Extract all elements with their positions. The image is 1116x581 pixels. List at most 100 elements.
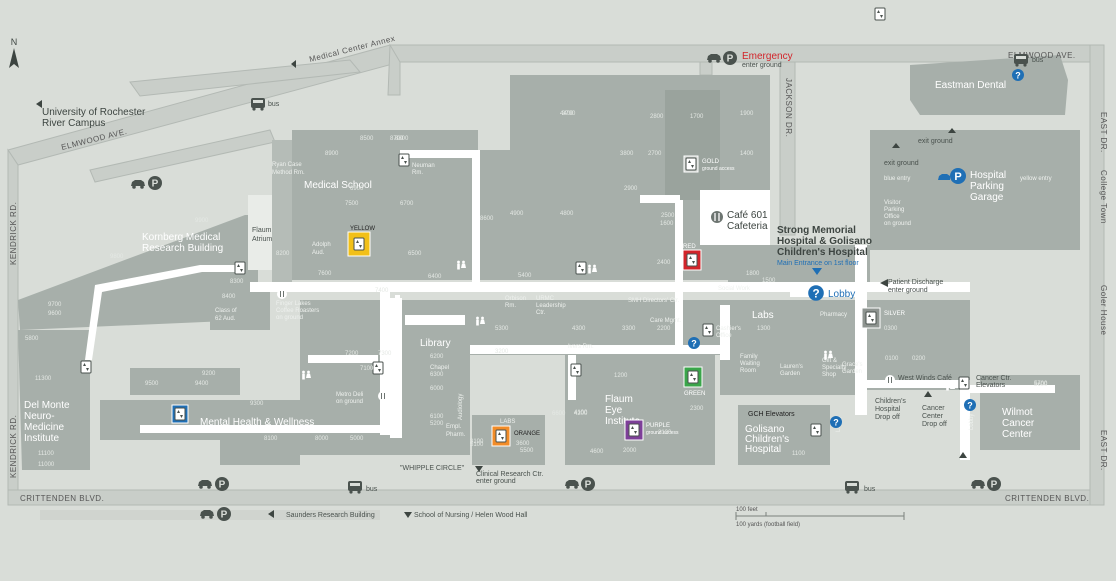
room-number: 5800 <box>25 336 39 342</box>
road-label-crittenden-right: CRITTENDEN BLVD. <box>1005 494 1089 503</box>
room-number: 7500 <box>345 201 359 207</box>
del-monte-line1: Del Monte <box>24 400 70 411</box>
bus-label-bottom-right: bus <box>864 486 876 493</box>
room-number: 7300 <box>378 351 392 357</box>
clinical-research-line2: enter ground <box>476 478 516 485</box>
elevator-icon[interactable] <box>234 261 246 275</box>
elevator-gold[interactable]: GOLD ground access <box>683 155 735 173</box>
strong-memorial-line3: Children's Hospital <box>777 247 868 258</box>
room-number: 11100 <box>38 451 54 457</box>
room-number: 7600 <box>318 271 332 277</box>
eastman-dental-label: Eastman Dental <box>935 80 1006 91</box>
elevator-icon[interactable] <box>372 361 384 375</box>
room-number: 2900 <box>624 186 638 192</box>
parking-icon <box>217 507 231 521</box>
room-number: 8900 <box>325 151 339 157</box>
room-number: 7200 <box>345 351 359 357</box>
arrow-icon <box>924 391 932 397</box>
compass-icon: N <box>9 37 19 68</box>
road-label-jackson: JACKSON DR. <box>784 78 793 137</box>
info-icon[interactable] <box>688 337 700 349</box>
visitor-parking-line3: Office <box>884 214 900 220</box>
family-waiting-line1: Family <box>740 354 758 360</box>
golisano-line1: Golisano <box>745 424 785 435</box>
room-number: 2400 <box>657 260 671 266</box>
room-number: 4400 <box>560 111 574 117</box>
elevator-icon[interactable] <box>874 7 886 21</box>
room-number: 1700 <box>690 114 704 120</box>
elevator-yellow[interactable]: YELLOW <box>347 226 375 257</box>
main-entrance-arrow <box>812 268 822 275</box>
visitor-parking-line1: Visitor <box>884 200 901 206</box>
cancer-elev-line1: Cancer Ctr. <box>976 375 1011 382</box>
flaum-atrium-line1: Flaum <box>252 227 272 234</box>
class62-line2: 62 Aud. <box>215 316 236 322</box>
parking-icon <box>987 477 1001 491</box>
flaum-eye-line3: Institute <box>605 416 640 427</box>
urmc-line3: Ctr. <box>536 310 546 316</box>
elevator-icon[interactable] <box>398 153 410 167</box>
room-number: 6300 <box>430 372 444 378</box>
elevator-orange[interactable]: ORANGE <box>491 425 540 447</box>
elevator-green[interactable]: GREEN <box>683 366 705 397</box>
exit-ground-label-2: exit ground <box>918 138 953 145</box>
neuman-line1: Neuman <box>412 163 435 169</box>
golisano-line2: Children's <box>745 434 789 445</box>
neuman-line2: Rm. <box>412 170 423 176</box>
wilmot-line1: Wilmot <box>1002 407 1033 418</box>
arrow-icon <box>268 510 274 518</box>
elevator-icon[interactable] <box>958 376 970 390</box>
smh-directors-label: SMH Directors' Ctr. <box>628 298 679 304</box>
blue-entry-label: blue entry <box>884 176 910 182</box>
lobby-info-icon[interactable] <box>808 285 824 301</box>
urmc-line1: URMC <box>536 296 555 302</box>
wilmot-line2: Cancer <box>1002 418 1035 429</box>
family-waiting-line2: Waiting <box>740 361 760 367</box>
room-number: 3200 <box>495 349 509 355</box>
room-number: 4100 <box>574 410 588 416</box>
elevator-icon[interactable] <box>810 423 822 437</box>
info-icon[interactable] <box>1012 69 1024 81</box>
cafe-601-line2: Cafeteria <box>727 221 768 232</box>
ivers-label: Ivers Rm. <box>568 344 594 350</box>
elevator-icon[interactable] <box>575 261 587 275</box>
elevator-icon[interactable] <box>570 363 582 377</box>
elevator-purple[interactable]: PURPLE ground access <box>624 419 679 441</box>
empl-pharm-line1: Empl. <box>446 424 462 430</box>
road-label-east-dr-top: EAST DR. <box>1099 112 1108 153</box>
room-number: 9300 <box>250 401 264 407</box>
orbison-line2: Rm. <box>505 303 516 309</box>
visitor-parking-line4: on ground <box>884 221 911 227</box>
bus-label-top: bus <box>268 101 280 108</box>
room-number: 0300 <box>884 326 898 332</box>
gift-line2: Specialty <box>822 365 846 371</box>
info-icon[interactable] <box>830 416 842 428</box>
elevator-blue[interactable]: BLUE <box>171 404 189 435</box>
elevator-yellow-label: YELLOW <box>350 226 375 232</box>
childrens-drop-line3: Drop off <box>875 414 900 421</box>
finger-lakes-line3: on ground <box>276 315 303 321</box>
parking-garage-icon: P <box>950 168 966 184</box>
school-nursing-label: School of Nursing / Helen Wood Hall <box>414 512 528 519</box>
room-number: 5300 <box>495 326 509 332</box>
orbison-line1: Orbison <box>505 296 526 302</box>
saunders-label: Saunders Research Building <box>286 512 375 519</box>
room-number: 7100 <box>360 366 374 372</box>
elevator-red[interactable]: RED <box>682 244 702 271</box>
pharmacy-label: Pharmacy <box>820 312 847 318</box>
arrow-icon <box>404 512 412 518</box>
elevator-silver[interactable]: SILVER <box>861 307 906 329</box>
room-number: 5100 <box>470 442 484 448</box>
medical-school-label: Medical School <box>304 180 372 191</box>
elevator-icon[interactable] <box>702 323 714 337</box>
info-icon[interactable] <box>964 399 976 411</box>
room-number: 11000 <box>38 462 55 468</box>
room-number: 9500 <box>145 381 159 387</box>
univ-rochester-line1: University of Rochester <box>42 107 146 118</box>
room-number: 4600 <box>590 449 604 455</box>
elevator-icon[interactable] <box>80 360 92 374</box>
room-number: 1300 <box>757 326 771 332</box>
class62-line1: Class of <box>215 308 237 314</box>
room-number: 1600 <box>660 221 674 227</box>
